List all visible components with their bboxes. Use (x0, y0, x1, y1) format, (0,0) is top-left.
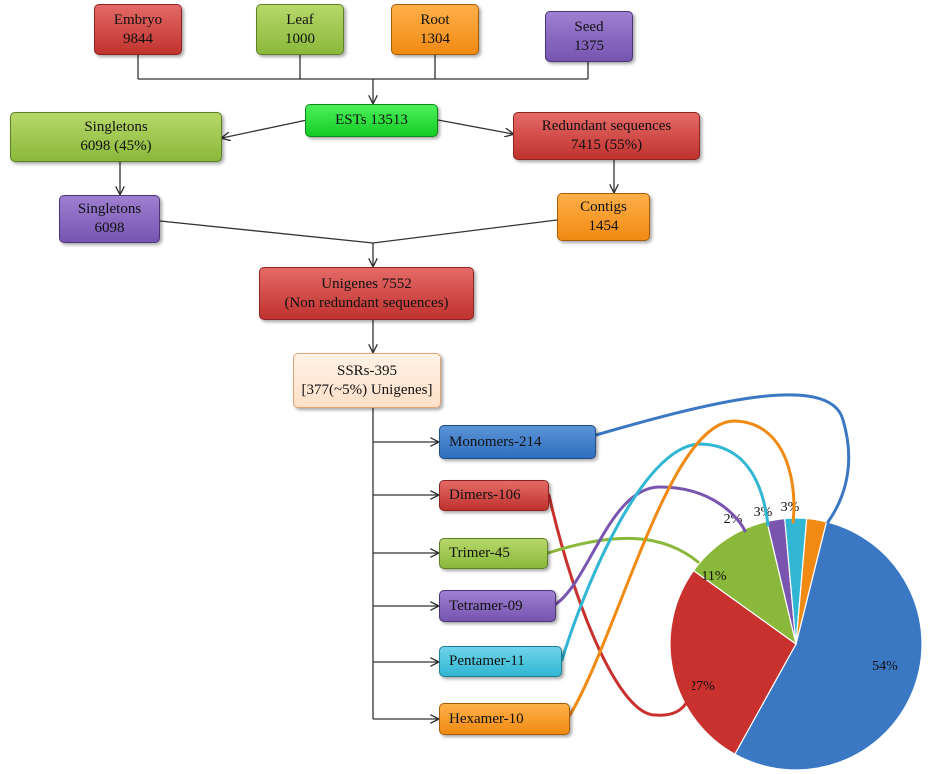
ssr-pie-chart (669, 517, 923, 771)
root-value: 1304 (420, 30, 450, 47)
curve-dimers (547, 493, 693, 717)
flow-connectors (120, 55, 614, 719)
pie-slice-dimers (669, 569, 797, 755)
unigenes-label: Unigenes 7552 (321, 275, 412, 292)
ssr-pie-labels: 54% 27% 11% 2% 3% 3% (689, 500, 898, 694)
connector-contigs-merge (372, 219, 558, 244)
seed-label: Seed (574, 18, 604, 35)
pentamer-box: Pentamer-11 (439, 646, 562, 677)
redundant-label: Redundant sequences (541, 118, 672, 134)
root-label: Root (420, 11, 450, 28)
curve-pentamer (560, 442, 770, 662)
singletons-total-label: Singletons (84, 119, 148, 135)
pie-label-tetramer: 2% (724, 512, 743, 527)
dimers-box: Dimers-106 (439, 480, 549, 511)
monomers-box: Monomers-214 (439, 425, 596, 459)
ests-box: ESTs 13513 (305, 104, 438, 137)
ssrs-value: [377(~5%) Unigenes] (301, 381, 433, 398)
leaf-label: Leaf (286, 11, 314, 28)
hexamer-label: Hexamer-10 (449, 710, 524, 727)
pie-slice-monomers (734, 521, 923, 771)
tetramer-label: Tetramer-09 (449, 597, 523, 614)
pie-label-pentamer: 3% (754, 505, 773, 520)
pie-label-monomers: 54% (872, 659, 898, 674)
dimers-label: Dimers-106 (449, 487, 521, 503)
singletons-label: Singletons (77, 201, 142, 217)
curve-trimer (546, 536, 700, 564)
seed-box: Seed 1375 (545, 11, 633, 62)
curve-monomers (594, 393, 851, 524)
seed-value: 1375 (574, 37, 604, 54)
embryo-value: 9844 (123, 30, 153, 47)
embryo-label: Embryo (113, 11, 163, 28)
legend-curves (546, 393, 851, 717)
monomers-label: Monomers-214 (449, 433, 542, 450)
ssrs-label: SSRs-395 (336, 362, 398, 379)
trimer-box: Trimer-45 (439, 538, 548, 569)
singletons-total-box: Singletons 6098 (45%) (10, 112, 222, 162)
singletons-total-value: 6098 (45%) (80, 138, 152, 154)
curve-tetramer (554, 485, 747, 606)
connector-singletons-merge (159, 220, 374, 244)
redundant-box: Redundant sequences 7415 (55%) (513, 112, 700, 160)
pie-slice-trimer (692, 520, 797, 646)
pie-label-hexamer: 3% (781, 500, 800, 515)
trimer-label: Trimer-45 (449, 545, 510, 561)
arrow-ests-to-singletons (222, 119, 308, 138)
arrow-ests-to-redundant (437, 119, 513, 134)
hexamer-box: Hexamer-10 (439, 703, 570, 735)
tetramer-box: Tetramer-09 (439, 590, 556, 622)
contigs-box: Contigs 1454 (557, 193, 650, 241)
contigs-label: Contigs (580, 199, 627, 215)
pie-slice-hexamer (795, 517, 828, 645)
pie-label-dimers: 27% (689, 679, 715, 694)
embryo-box: Embryo 9844 (94, 4, 182, 55)
ssrs-box: SSRs-395 [377(~5%) Unigenes] (293, 353, 441, 408)
unigenes-value: (Non redundant sequences) (284, 294, 449, 311)
root-box: Root 1304 (391, 4, 479, 55)
singletons-box: Singletons 6098 (59, 195, 160, 243)
pentamer-label: Pentamer-11 (449, 653, 525, 669)
redundant-value: 7415 (55%) (570, 137, 643, 153)
contigs-value: 1454 (588, 218, 619, 234)
curve-hexamer (568, 419, 796, 717)
ests-label: ESTs 13513 (335, 112, 408, 128)
unigenes-box: Unigenes 7552 (Non redundant sequences) (259, 267, 474, 320)
leaf-box: Leaf 1000 (256, 4, 344, 55)
pie-label-trimer: 11% (701, 569, 726, 584)
leaf-value: 1000 (285, 30, 315, 47)
singletons-value: 6098 (94, 220, 125, 236)
